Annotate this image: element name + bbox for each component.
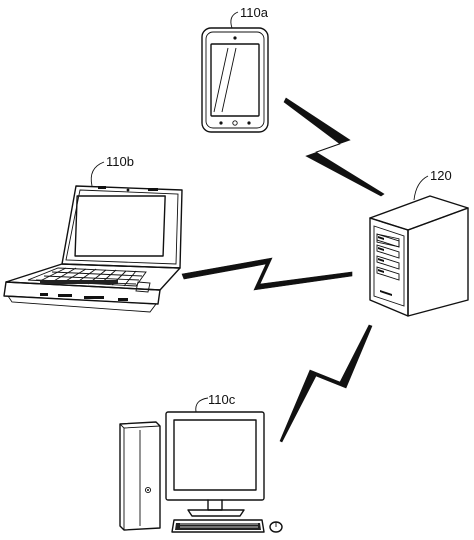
wireless-link-tablet-server: [283, 97, 385, 197]
leader-line-110a: [230, 11, 239, 29]
tablet-icon: [201, 27, 269, 133]
label-120: 120: [430, 168, 452, 183]
lightning-bolt-icon: [181, 257, 353, 291]
wireless-link-desktop-server: [279, 324, 373, 443]
server-icon: [369, 195, 469, 317]
laptop-icon: [3, 185, 183, 313]
leader-line-110b: [90, 161, 105, 187]
lightning-bolt-icon: [279, 324, 373, 443]
label-110a: 110a: [240, 5, 269, 20]
leader-line-120: [413, 175, 429, 201]
wireless-link-laptop-server: [181, 257, 353, 291]
label-110b: 110b: [106, 154, 134, 169]
lightning-bolt-icon: [283, 97, 385, 197]
desktop-computer-icon: [119, 411, 283, 533]
label-110c: 110c: [208, 392, 236, 407]
leader-line-110c: [195, 397, 209, 413]
